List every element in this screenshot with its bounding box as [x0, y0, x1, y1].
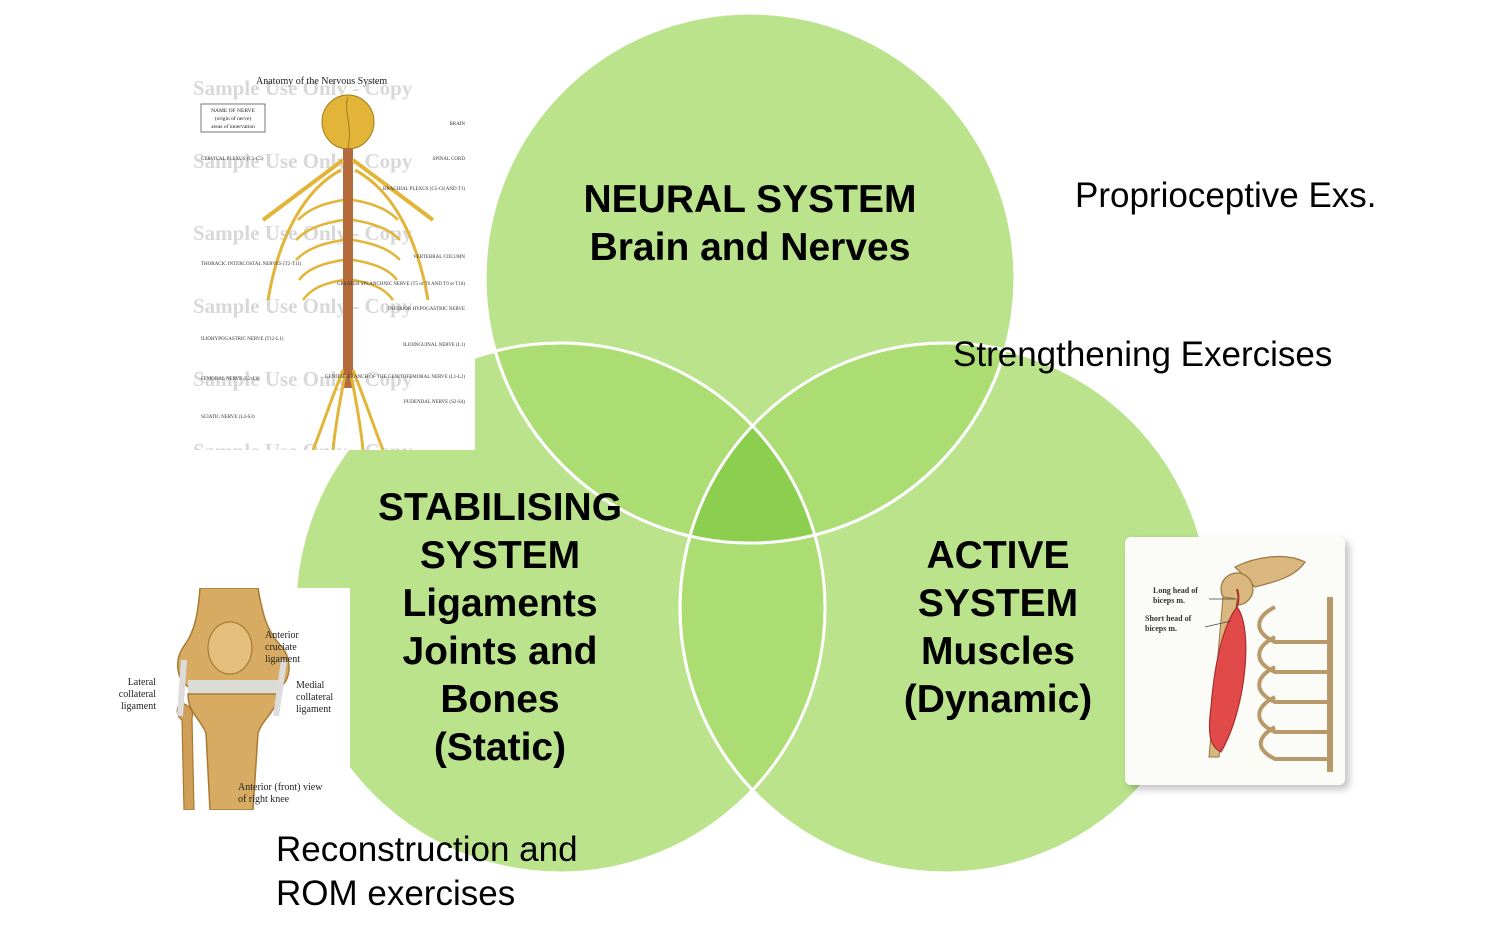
- svg-text:ligament: ligament: [265, 654, 300, 665]
- active-line-1: ACTIVE: [926, 534, 1070, 577]
- svg-text:Sample Use Only - Copy: Sample Use Only - Copy: [193, 439, 413, 450]
- active-system-label: ACTIVE SYSTEM Muscles (Dynamic): [848, 532, 1148, 724]
- svg-text:(origin of nerve): (origin of nerve): [215, 115, 252, 122]
- biceps-image: Long head of biceps m. Short head of bic…: [1125, 537, 1345, 785]
- svg-text:GREATER SPLANCHNIC NERVE (T5 o: GREATER SPLANCHNIC NERVE (T5 or T6 AND T…: [337, 282, 465, 287]
- svg-text:Long head of: Long head of: [1153, 586, 1198, 595]
- reconstruction-line-1: Reconstruction and: [276, 830, 578, 869]
- nervous-system-illustration: Sample Use Only - Copy Sample Use Only -…: [193, 76, 465, 450]
- svg-text:Short head of: Short head of: [1145, 614, 1192, 623]
- svg-text:Lateral: Lateral: [128, 677, 157, 688]
- svg-text:biceps m.: biceps m.: [1153, 596, 1185, 605]
- svg-text:THORACIC INTERCOSTAL NERVES (T: THORACIC INTERCOSTAL NERVES (T2-T11): [201, 262, 302, 267]
- knee-joint: [188, 680, 280, 694]
- knee-illustration: Anterior cruciate ligament Lateral colla…: [119, 588, 334, 810]
- svg-text:SCIATIC NERVE (L4-S3): SCIATIC NERVE (L4-S3): [201, 415, 255, 420]
- fibula: [176, 702, 195, 810]
- reconstruction-note: Reconstruction and ROM exercises: [276, 828, 578, 916]
- svg-text:NAME OF NERVE: NAME OF NERVE: [211, 108, 256, 114]
- strengthening-note: Strengthening Exercises: [953, 335, 1333, 374]
- svg-text:GENITAL BRANCH OF THE GENITOFE: GENITAL BRANCH OF THE GENITOFEMORAL NERV…: [325, 375, 465, 380]
- svg-text:BRACHIAL PLEXUS (C5-C8 AND T1): BRACHIAL PLEXUS (C5-C8 AND T1): [383, 187, 465, 192]
- nervous-system-title: Anatomy of the Nervous System: [256, 76, 387, 87]
- header-box: NAME OF NERVE (origin of nerve) areas of…: [200, 103, 266, 133]
- svg-text:Sample Use Only - Copy: Sample Use Only - Copy: [193, 367, 413, 391]
- nervous-system-image: Sample Use Only - Copy Sample Use Only -…: [193, 70, 475, 450]
- svg-text:biceps m.: biceps m.: [1145, 624, 1177, 633]
- svg-text:cruciate: cruciate: [265, 642, 297, 653]
- stabilising-system-label: STABILISING SYSTEM Ligaments Joints and …: [350, 484, 650, 772]
- stabilising-line-3: Ligaments: [402, 582, 598, 625]
- stabilising-line-6: (Static): [433, 726, 567, 769]
- nerve-body: [261, 94, 435, 450]
- knee-labels: Anterior cruciate ligament Lateral colla…: [119, 630, 334, 805]
- svg-text:FEMORAL NERVE (L2-L4): FEMORAL NERVE (L2-L4): [201, 377, 260, 382]
- biceps-illustration: Long head of biceps m. Short head of bic…: [1125, 537, 1345, 785]
- svg-text:Sample Use Only - Copy: Sample Use Only - Copy: [193, 294, 413, 318]
- svg-text:SPINAL CORD: SPINAL CORD: [433, 157, 466, 162]
- patella: [207, 621, 253, 675]
- svg-text:areas of innervation: areas of innervation: [211, 123, 255, 130]
- active-line-3: Muscles: [921, 630, 1075, 673]
- svg-text:ligament: ligament: [296, 704, 331, 715]
- biceps-muscle: [1208, 606, 1247, 753]
- rib-cage: [1257, 597, 1333, 772]
- neural-system-label: NEURAL SYSTEM Brain and Nerves: [550, 176, 950, 272]
- svg-text:collateral: collateral: [119, 689, 156, 700]
- svg-text:INFERIOR HYPOGASTRIC NERVE: INFERIOR HYPOGASTRIC NERVE: [388, 307, 465, 312]
- neural-line-2: Brain and Nerves: [589, 226, 911, 269]
- svg-text:CERVICAL PLEXUS (C1-C5): CERVICAL PLEXUS (C1-C5): [201, 157, 264, 162]
- scapula: [1233, 556, 1306, 588]
- stabilising-line-4: Joints and: [402, 630, 598, 673]
- reconstruction-line-2: ROM exercises: [276, 874, 516, 913]
- svg-text:VERTEBRAL COLUMN: VERTEBRAL COLUMN: [413, 255, 465, 260]
- svg-text:ILIOHYPOGASTRIC NERVE (T12-L1): ILIOHYPOGASTRIC NERVE (T12-L1): [201, 337, 284, 342]
- active-line-2: SYSTEM: [917, 582, 1079, 625]
- svg-text:BRAIN: BRAIN: [449, 122, 465, 127]
- knee-image: Anterior cruciate ligament Lateral colla…: [118, 588, 350, 810]
- stabilising-line-2: SYSTEM: [419, 534, 581, 577]
- svg-text:collateral: collateral: [296, 692, 333, 703]
- stabilising-line-1: STABILISING: [377, 486, 623, 529]
- svg-text:Medial: Medial: [296, 680, 325, 691]
- svg-text:Anterior: Anterior: [265, 630, 300, 641]
- svg-text:Sample Use Only - Copy: Sample Use Only - Copy: [193, 149, 413, 173]
- proprioceptive-note: Proprioceptive Exs.: [1075, 176, 1377, 215]
- svg-text:ILIOINGUINAL NERVE (L1): ILIOINGUINAL NERVE (L1): [403, 343, 465, 348]
- left-nerve-labels: CERVICAL PLEXUS (C1-C5) THORACIC INTERCO…: [201, 157, 302, 420]
- biceps-labels: Long head of biceps m. Short head of bic…: [1145, 586, 1198, 633]
- active-line-4: (Dynamic): [903, 678, 1093, 721]
- svg-text:Anterior (front) view: Anterior (front) view: [238, 782, 323, 793]
- svg-text:ligament: ligament: [121, 701, 156, 712]
- neural-line-1: NEURAL SYSTEM: [583, 178, 917, 221]
- right-nerve-labels: BRAIN SPINAL CORD BRACHIAL PLEXUS (C5-C8…: [325, 122, 465, 405]
- svg-text:PUDENDAL NERVE (S2-S4): PUDENDAL NERVE (S2-S4): [404, 400, 465, 405]
- watermark: Sample Use Only - Copy Sample Use Only -…: [193, 76, 413, 450]
- svg-text:Sample Use Only - Copy: Sample Use Only - Copy: [193, 76, 413, 100]
- svg-text:of right knee: of right knee: [238, 794, 290, 805]
- stabilising-line-5: Bones: [440, 678, 560, 721]
